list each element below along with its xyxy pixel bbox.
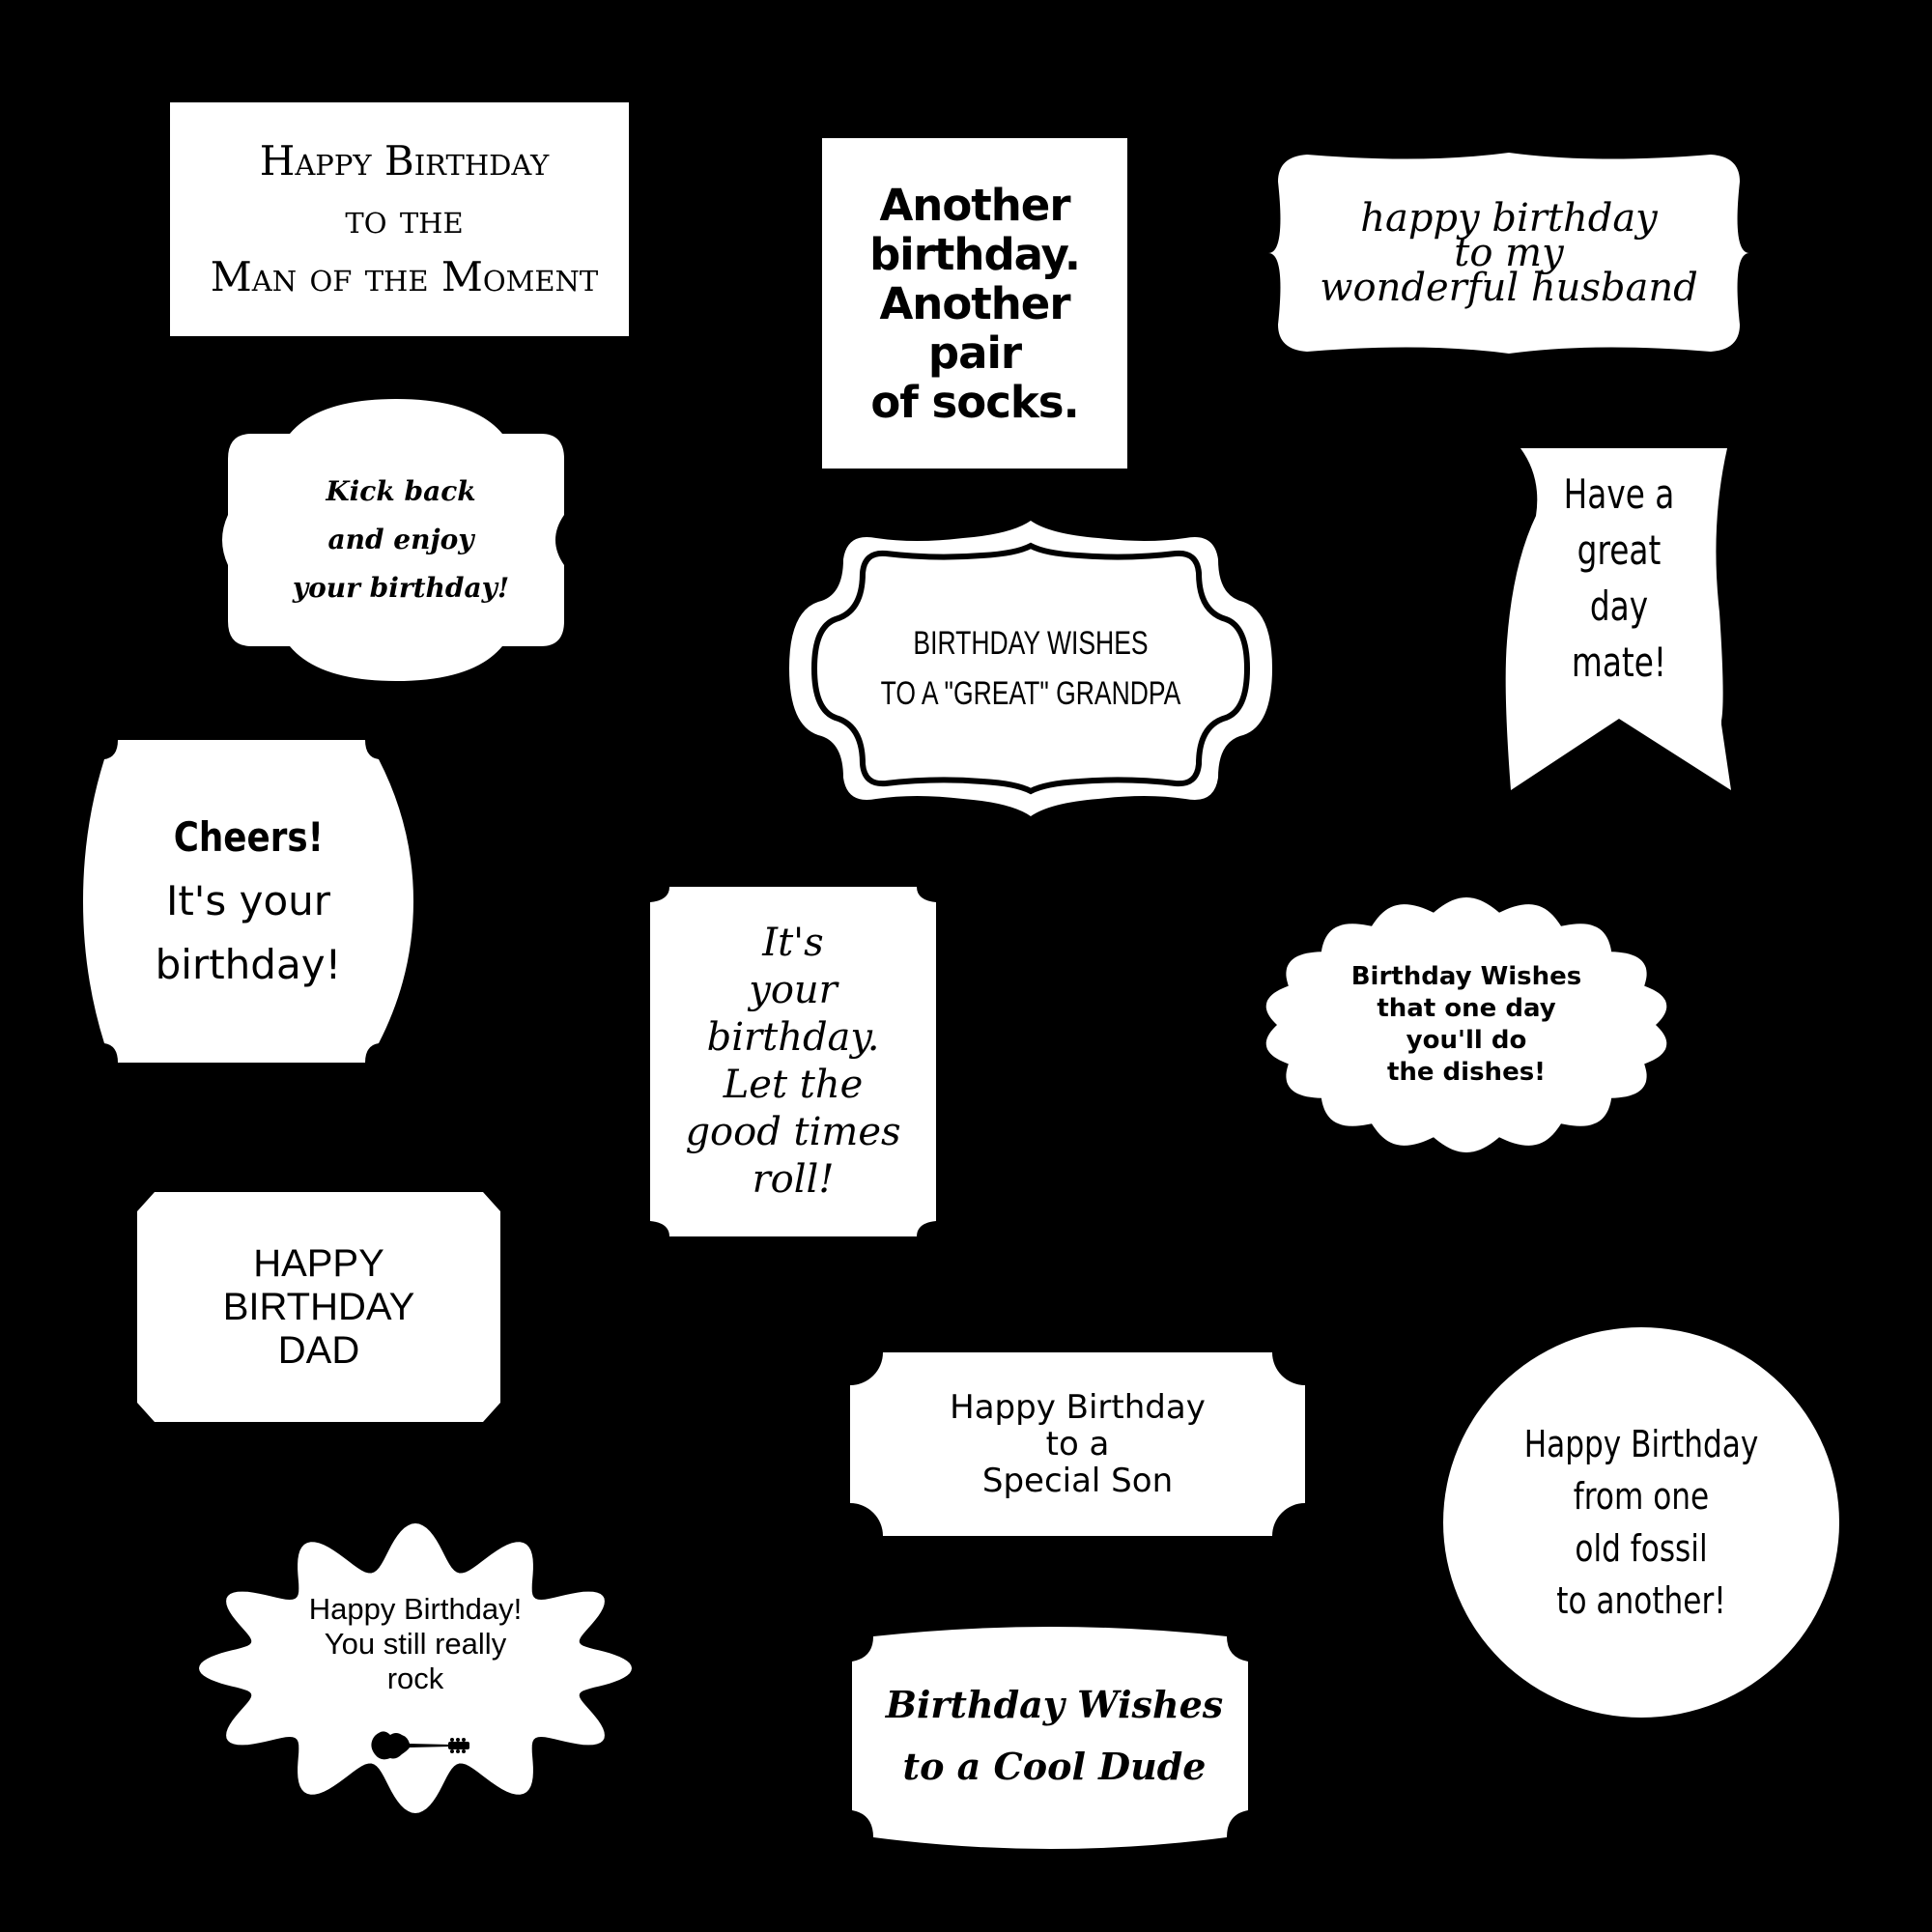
label-line: Happy Birthday! bbox=[308, 1592, 523, 1626]
label-line: Another bbox=[879, 277, 1070, 329]
label-line: your bbox=[749, 968, 838, 1012]
label-line: the dishes! bbox=[1386, 1058, 1547, 1087]
label-shape bbox=[137, 1192, 500, 1422]
label-special-son: Happy Birthday to a Special Son bbox=[850, 1352, 1305, 1536]
label-line: Happy Birthday bbox=[259, 137, 550, 185]
label-text: It's your birthday. Let the good times r… bbox=[650, 887, 936, 1236]
label-line: happy birthday bbox=[1360, 196, 1658, 241]
label-wonderful-husband: happy birthday to my wonderful husband bbox=[1268, 153, 1749, 354]
label-text: Have a great day mate! bbox=[1528, 448, 1709, 709]
label-line: your birthday! bbox=[292, 572, 510, 604]
label-line: BIRTHDAY bbox=[222, 1285, 415, 1328]
label-line: old fossil bbox=[1575, 1527, 1708, 1570]
label-line: Special Son bbox=[981, 1462, 1174, 1500]
label-cheers: Cheers! It's your birthday! bbox=[83, 740, 413, 1063]
label-line: that one day bbox=[1377, 994, 1556, 1023]
label-kick-back: Kick back and enjoy your birthday! bbox=[218, 399, 574, 681]
label-line: to a bbox=[1045, 1425, 1110, 1463]
label-line: birthday. bbox=[869, 228, 1081, 280]
label-line: Kick back bbox=[326, 475, 476, 507]
label-text: Birthday Wishes to a Cool Dude bbox=[838, 1623, 1261, 1849]
label-line: TO A "GREAT" GRANDPA bbox=[880, 675, 1181, 712]
label-line: It's bbox=[762, 921, 824, 965]
label-text: Cheers! It's your birthday! bbox=[83, 740, 413, 1063]
label-do-the-dishes: Birthday Wishes that one day you'll do t… bbox=[1262, 891, 1671, 1159]
label-line: roll! bbox=[752, 1157, 835, 1202]
label-line: Happy Birthday bbox=[950, 1388, 1206, 1427]
label-great-day-mate: Have a great day mate! bbox=[1503, 448, 1735, 790]
label-text: Happy Birthday to the Man of the Moment bbox=[170, 102, 629, 336]
label-line: good times bbox=[685, 1110, 901, 1154]
label-line: day bbox=[1589, 582, 1649, 630]
label-line: You still really bbox=[324, 1627, 507, 1661]
label-line: great bbox=[1577, 526, 1662, 574]
label-line: of socks. bbox=[870, 376, 1079, 428]
label-line: BIRTHDAY WISHES bbox=[913, 625, 1149, 662]
label-shape bbox=[852, 1627, 1248, 1849]
label-line: Have a bbox=[1563, 470, 1675, 518]
label-line: birthday. bbox=[706, 1015, 880, 1060]
label-shape bbox=[789, 521, 1272, 816]
label-line: Cheers! bbox=[173, 813, 324, 861]
label-shape bbox=[1443, 1327, 1839, 1718]
label-text: Kick back and enjoy your birthday! bbox=[218, 399, 574, 681]
label-line: to another! bbox=[1556, 1579, 1726, 1622]
label-line: and enjoy bbox=[327, 524, 474, 555]
label-line: pair bbox=[927, 327, 1022, 379]
label-line: Birthday Wishes bbox=[1350, 962, 1582, 991]
label-line: birthday! bbox=[155, 941, 342, 988]
label-line: It's your bbox=[165, 877, 331, 924]
label-shape bbox=[850, 1352, 1305, 1536]
label-line: wonderful husband bbox=[1320, 266, 1698, 310]
label-you-still-rock: Happy Birthday! You still really rock bbox=[195, 1522, 636, 1814]
label-shape bbox=[199, 1523, 632, 1813]
label-shape bbox=[170, 102, 629, 336]
label-man-of-the-moment: Happy Birthday to the Man of the Moment bbox=[170, 102, 629, 336]
label-good-times-roll: It's your birthday. Let the good times r… bbox=[650, 887, 936, 1236]
label-shape bbox=[83, 740, 413, 1063]
guitar-icon bbox=[371, 1731, 469, 1760]
label-line: Happy Birthday bbox=[1523, 1423, 1759, 1465]
label-shape bbox=[650, 887, 936, 1236]
label-line: to the bbox=[345, 195, 464, 242]
label-line: Man of the Moment bbox=[210, 253, 599, 300]
label-line: to my bbox=[1454, 231, 1564, 275]
label-line: DAD bbox=[277, 1328, 360, 1372]
label-text: Birthday Wishes that one day you'll do t… bbox=[1262, 891, 1671, 1159]
label-happy-birthday-dad: HAPPY BIRTHDAY DAD bbox=[137, 1192, 500, 1422]
label-text: happy birthday to my wonderful husband bbox=[1268, 153, 1749, 354]
label-great-grandpa: BIRTHDAY WISHES TO A "GREAT" GRANDPA bbox=[789, 521, 1272, 816]
label-text: BIRTHDAY WISHES TO A "GREAT" GRANDPA bbox=[842, 521, 1219, 816]
label-another-pair-of-socks: Another birthday. Another pair of socks. bbox=[822, 138, 1127, 469]
label-shape bbox=[822, 138, 1127, 469]
label-line: HAPPY bbox=[253, 1241, 384, 1285]
label-shape bbox=[1268, 153, 1749, 354]
label-text: Another birthday. Another pair of socks. bbox=[822, 138, 1127, 469]
label-line: from one bbox=[1573, 1475, 1710, 1518]
label-shape bbox=[222, 399, 564, 681]
label-text: Happy Birthday from one old fossil to an… bbox=[1479, 1327, 1804, 1718]
label-line: mate! bbox=[1571, 639, 1667, 686]
label-line: Another bbox=[879, 179, 1070, 231]
label-text: Happy Birthday to a Special Son bbox=[850, 1352, 1305, 1536]
label-line: to a Cool Dude bbox=[902, 1745, 1207, 1788]
label-shape bbox=[1505, 448, 1731, 790]
label-line: you'll do bbox=[1406, 1026, 1527, 1055]
label-text: Happy Birthday! You still really rock bbox=[195, 1522, 636, 1814]
label-cool-dude: Birthday Wishes to a Cool Dude bbox=[838, 1623, 1261, 1849]
label-old-fossil: Happy Birthday from one old fossil to an… bbox=[1443, 1327, 1839, 1718]
label-line: Birthday Wishes bbox=[885, 1683, 1224, 1726]
label-line: Let the bbox=[723, 1063, 864, 1107]
label-text: HAPPY BIRTHDAY DAD bbox=[137, 1192, 500, 1422]
label-shape bbox=[1265, 897, 1667, 1152]
label-line: rock bbox=[386, 1662, 444, 1695]
